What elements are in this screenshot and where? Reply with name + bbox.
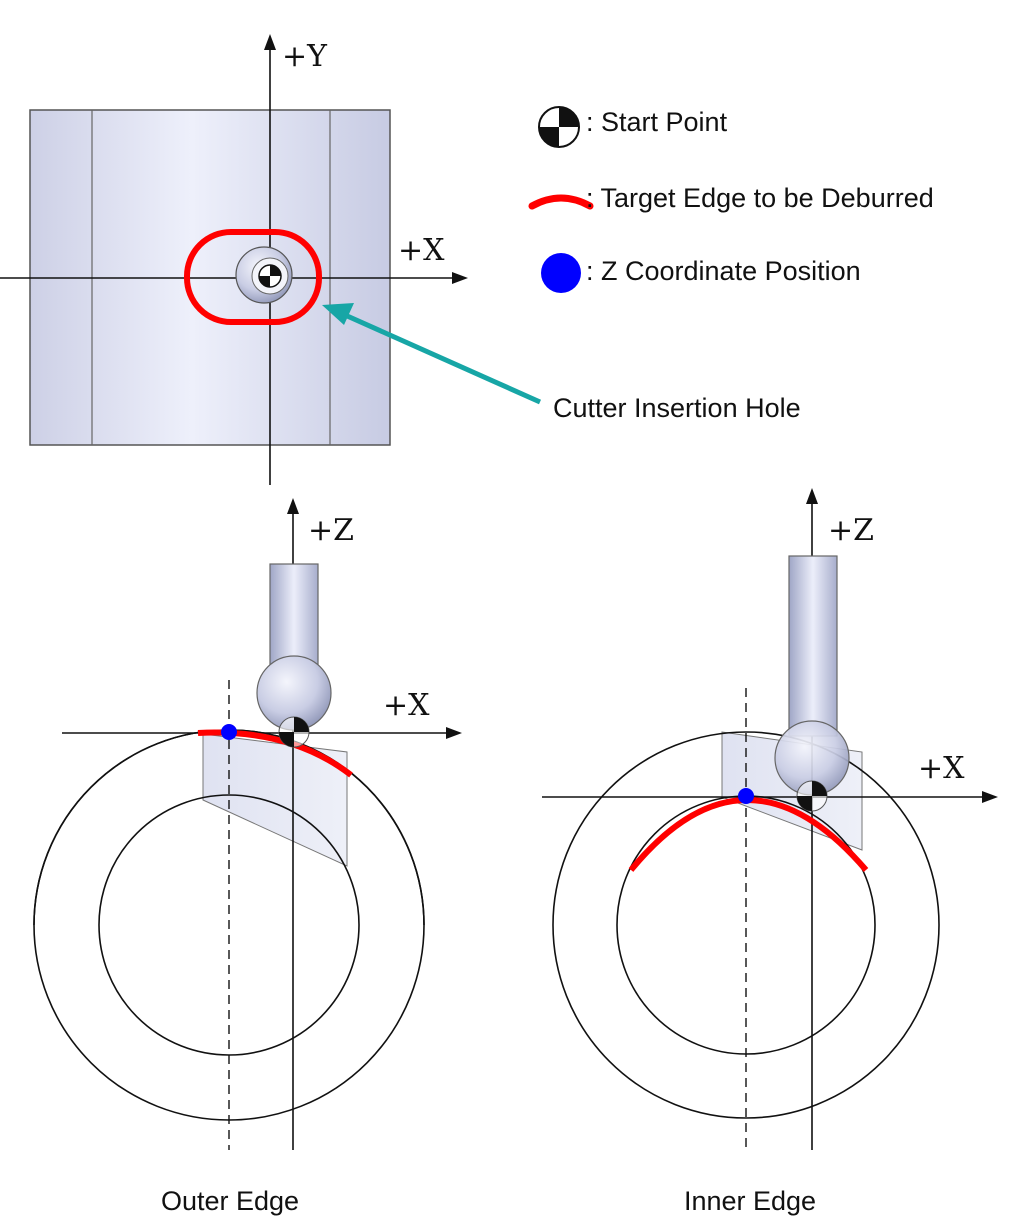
callout-arrowhead [322,303,354,325]
outer-x-arrowhead [446,727,462,739]
callout-arrow-line [343,312,542,405]
outer-edge-caption: Outer Edge [161,1186,299,1216]
inner-x-axis-label: +X [918,751,965,786]
top-x-axis-label: +X [398,233,445,268]
top-y-arrowhead [264,34,276,50]
inner-cutter-shaft [788,555,838,737]
outer-hole-wall [202,733,348,867]
inner-x-arrowhead [982,791,998,803]
outer-edge-view: +Z +X Outer Edge [33,498,462,1216]
target-edge-legend-icon [528,194,594,210]
start-point-legend-icon [538,106,580,148]
inner-edge-view: +Z +X Inner Edge [542,488,998,1216]
z-position-legend-icon [541,253,581,293]
outer-z-arrowhead [287,498,299,514]
outer-x-axis-label: +X [383,688,430,723]
inner-edge-caption: Inner Edge [684,1186,816,1216]
target-edge-outline [184,229,322,325]
legend-z-position-label: : Z Coordinate Position [586,256,861,286]
inner-ring-outer-circle [552,731,940,1119]
callout-label: Cutter Insertion Hole [553,393,801,423]
inner-z-axis-label: +Z [828,513,874,548]
outer-start-point-icon [278,716,310,748]
start-point-icon [258,264,282,288]
inner-start-point-icon [796,780,828,812]
outer-z-position-dot [221,724,237,740]
inner-z-position-dot [738,788,754,804]
top-y-axis-label: +Y [282,39,328,74]
inner-z-arrowhead [806,488,818,504]
outer-z-axis-label: +Z [308,513,354,548]
legend-start-point-label: : Start Point [586,107,728,137]
legend: : Start Point : Target Edge to be Deburr… [528,106,934,293]
legend-target-edge-label: : Target Edge to be Deburred [586,183,934,213]
top-view: +Y +X Cutter Insertion Hole [0,34,801,485]
top-x-arrowhead [452,272,468,284]
